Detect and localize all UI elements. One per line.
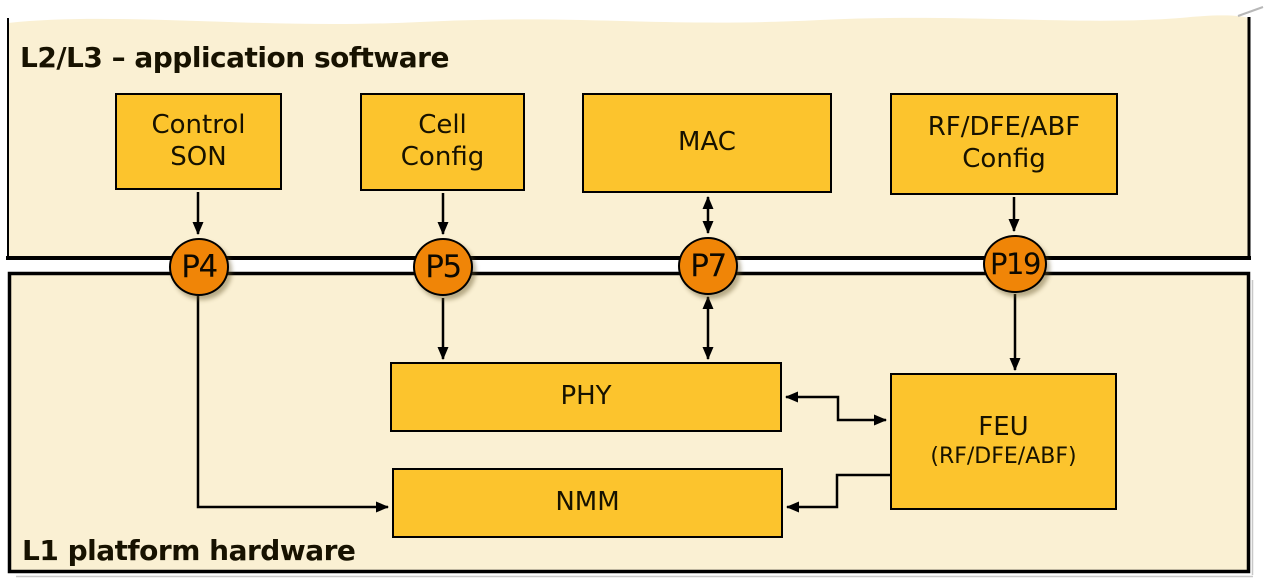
block-rf-config-label-line1: RF/DFE/ABF bbox=[927, 112, 1081, 143]
block-feu-label-line2: (RF/DFE/ABF) bbox=[930, 443, 1077, 469]
arrow-phy-feu-bidirectional bbox=[785, 391, 887, 426]
torn-edge-tick bbox=[1237, 6, 1264, 17]
block-rf-config-label-line2: Config bbox=[962, 144, 1046, 174]
block-nmm-label: NMM bbox=[555, 487, 620, 518]
block-cell-config-label-line2: Config bbox=[400, 142, 485, 172]
block-control-son-label-line2: SON bbox=[170, 141, 227, 172]
block-mac: MAC bbox=[582, 93, 832, 193]
port-p5: P5 bbox=[413, 238, 473, 296]
block-control-son: Control SON bbox=[115, 93, 282, 190]
block-cell-config: Cell Config bbox=[360, 93, 525, 191]
arrow-feu-to-nmm bbox=[786, 473, 890, 513]
block-cell-config-label-line1: Cell bbox=[418, 110, 467, 141]
l2l3-section-title: L2/L3 – application software bbox=[20, 41, 449, 74]
l1-section-title: L1 platform hardware bbox=[22, 534, 356, 567]
block-nmm: NMM bbox=[392, 468, 783, 538]
port-p19: P19 bbox=[983, 235, 1047, 293]
l1-shadow bbox=[16, 280, 1254, 578]
arrow-p4-to-nmm bbox=[196, 296, 389, 513]
block-rf-dfe-abf-config: RF/DFE/ABF Config bbox=[890, 93, 1118, 195]
block-phy-label: PHY bbox=[560, 381, 612, 412]
block-feu: FEU (RF/DFE/ABF) bbox=[890, 373, 1117, 510]
block-control-son-label-line1: Control bbox=[151, 109, 246, 140]
block-mac-label: MAC bbox=[678, 127, 736, 158]
port-p7: P7 bbox=[678, 237, 738, 295]
block-phy: PHY bbox=[390, 362, 782, 432]
port-p4: P4 bbox=[169, 238, 229, 296]
block-feu-label-line1: FEU bbox=[978, 412, 1029, 443]
